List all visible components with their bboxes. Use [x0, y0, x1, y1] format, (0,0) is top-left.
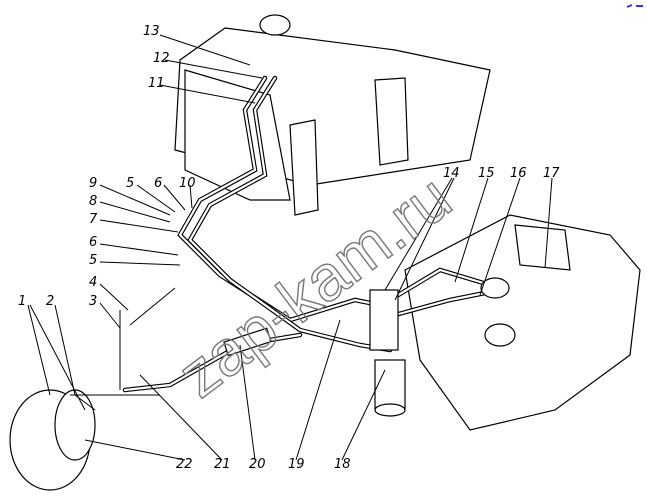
- callout-17: 17: [543, 166, 560, 181]
- callout-7: 7: [89, 212, 98, 227]
- fuel-pipes: [70, 75, 510, 396]
- callout-6-top: 6: [154, 176, 162, 191]
- callout-2: 2: [46, 294, 54, 309]
- callout-1: 1: [18, 294, 26, 309]
- callout-21: 21: [214, 457, 231, 472]
- callout-16: 16: [510, 166, 527, 181]
- callout-22: 22: [176, 457, 193, 472]
- callout-8: 8: [89, 194, 97, 209]
- upper-fuel-tank: [174, 14, 491, 216]
- callout-15: 15: [478, 166, 495, 181]
- leader-lines: [27, 34, 553, 461]
- callout-20: 20: [249, 457, 266, 472]
- callout-11: 11: [148, 76, 165, 91]
- callout-6: 6: [89, 235, 97, 250]
- callout-18: 18: [334, 457, 351, 472]
- callout-5: 5: [89, 253, 97, 268]
- callout-5-top: 5: [126, 176, 134, 191]
- callout-labels: 13 12 11 9 5 6 10 8 7 6 5 4 3 1 2 14 15 …: [18, 24, 560, 472]
- callout-19: 19: [288, 457, 305, 472]
- callout-10: 10: [179, 176, 196, 191]
- callout-3: 3: [89, 294, 97, 309]
- callout-9: 9: [89, 176, 97, 191]
- corner-mark: [626, 4, 643, 8]
- fuel-filter: [374, 359, 406, 417]
- callout-13: 13: [143, 24, 160, 39]
- callout-12: 12: [153, 51, 170, 66]
- cylinder-part-22: [9, 389, 96, 491]
- callout-4: 4: [89, 275, 97, 290]
- lower-fuel-tank: [404, 214, 641, 431]
- valve-block: [369, 289, 399, 351]
- corrugated-hose: [223, 327, 272, 357]
- callout-14: 14: [443, 166, 460, 181]
